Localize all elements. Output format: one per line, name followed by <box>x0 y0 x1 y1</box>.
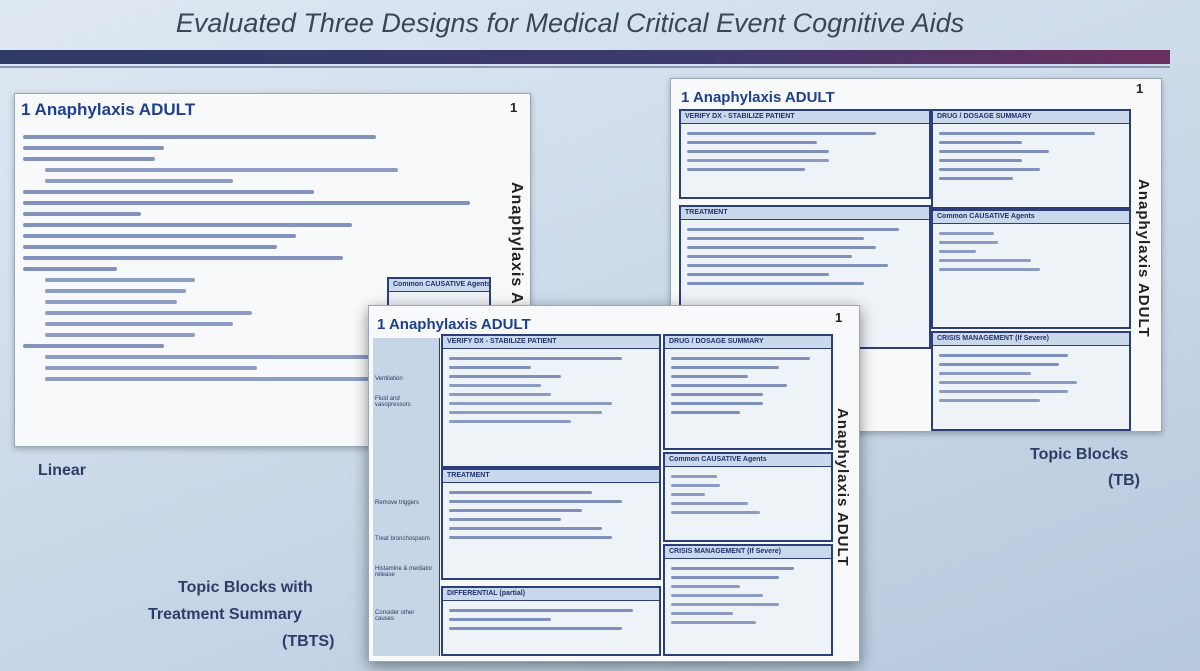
tb-panel-title: 1 Anaphylaxis ADULT <box>681 89 835 106</box>
tbts-drug-box: DRUG / DOSAGE SUMMARY <box>663 334 833 450</box>
tb-caption-line2: (TB) <box>1108 472 1140 489</box>
linear-panel: 1 Anaphylaxis ADULT 1 Anaphylaxis ADUL C… <box>14 93 531 447</box>
tbts-side-column: Ventilation Fluid and vasopressors Remov… <box>373 338 440 656</box>
tbts-vertical-label: Anaphylaxis ADULT <box>834 408 851 567</box>
tbts-treatment-header: TREATMENT <box>443 470 659 483</box>
tb-vertical-label: Anaphylaxis ADULT <box>1135 179 1152 338</box>
title-rule <box>0 50 1170 64</box>
linear-page-number: 1 <box>510 100 518 115</box>
linear-panel-title: 1 Anaphylaxis ADULT <box>21 100 196 119</box>
tbts-side-row: Histamine & mediator release <box>375 566 433 578</box>
tbts-caption-line1: Topic Blocks with <box>178 579 313 596</box>
tbts-side-row: Ventilation <box>375 376 403 382</box>
linear-inset-header: Common CAUSATIVE Agents <box>389 279 489 292</box>
tbts-side-row: Remove triggers <box>375 500 420 506</box>
title-rule-thin <box>0 66 1170 68</box>
tbts-causative-box: Common CAUSATIVE Agents <box>663 452 833 542</box>
tb-caption-line1: Topic Blocks <box>1030 446 1129 463</box>
tbts-verify-header: VERIFY DX - STABILIZE PATIENT <box>443 336 659 349</box>
tb-crisis-box: CRISIS MANAGEMENT (If Severe) <box>931 331 1131 431</box>
tbts-panel-title: 1 Anaphylaxis ADULT <box>377 316 531 333</box>
tb-drug-header: DRUG / DOSAGE SUMMARY <box>933 111 1129 124</box>
tb-crisis-header: CRISIS MANAGEMENT (If Severe) <box>933 333 1129 346</box>
linear-caption: Linear <box>38 462 87 479</box>
tb-causative-box: Common CAUSATIVE Agents <box>931 209 1131 329</box>
tbts-differential-header: DIFFERENTIAL (partial) <box>443 588 659 601</box>
tb-verify-header: VERIFY DX - STABILIZE PATIENT <box>681 111 929 124</box>
tbts-side-row: Fluid and vasopressors <box>375 396 411 408</box>
tbts-page-number: 1 <box>835 310 843 325</box>
tbts-caption-line3: (TBTS) <box>282 633 335 650</box>
tb-verify-box: VERIFY DX - STABILIZE PATIENT <box>679 109 931 199</box>
tbts-caption-line2: Treatment Summary <box>148 606 302 623</box>
tbts-verify-box: VERIFY DX - STABILIZE PATIENT <box>441 334 661 468</box>
tbts-crisis-box: CRISIS MANAGEMENT (If Severe) <box>663 544 833 656</box>
tb-causative-header: Common CAUSATIVE Agents <box>933 211 1129 224</box>
tbts-side-row: Treat bronchospasm <box>375 536 430 542</box>
tbts-causative-header: Common CAUSATIVE Agents <box>665 454 831 467</box>
tb-drug-box: DRUG / DOSAGE SUMMARY <box>931 109 1131 209</box>
linear-vertical-label: Anaphylaxis ADUL <box>508 182 525 341</box>
tb-treatment-header: TREATMENT <box>681 207 929 220</box>
tbts-panel: 1 Anaphylaxis ADULT 1 Anaphylaxis ADULT … <box>368 305 860 662</box>
linear-text-lines <box>23 128 493 388</box>
tb-page-number: 1 <box>1136 81 1144 96</box>
slide-title: Evaluated Three Designs for Medical Crit… <box>175 8 965 38</box>
tbts-drug-header: DRUG / DOSAGE SUMMARY <box>665 336 831 349</box>
tbts-side-row: Consider other causes <box>375 610 415 622</box>
tbts-crisis-header: CRISIS MANAGEMENT (If Severe) <box>665 546 831 559</box>
tbts-treatment-box: TREATMENT <box>441 468 661 580</box>
tbts-differential-box: DIFFERENTIAL (partial) <box>441 586 661 656</box>
